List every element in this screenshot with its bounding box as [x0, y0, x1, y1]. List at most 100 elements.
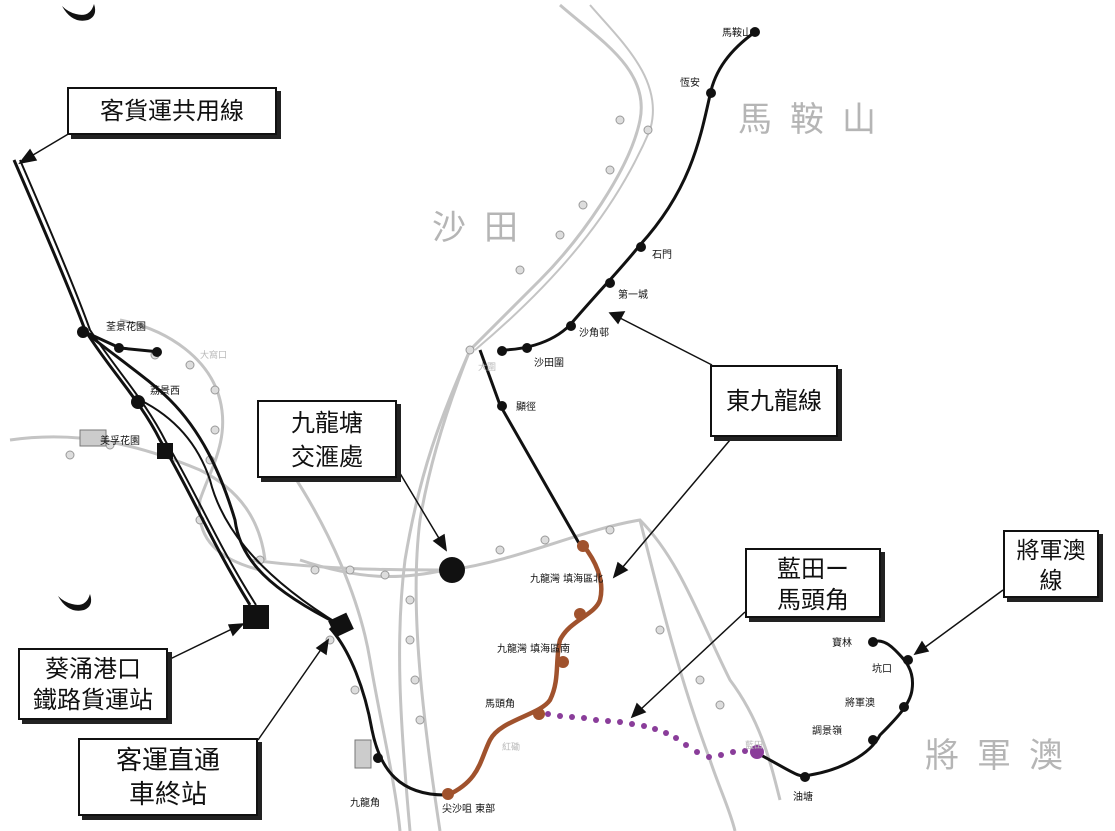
heavy-lines	[12, 30, 915, 797]
region-label-tko: 將軍澳	[925, 736, 1081, 776]
callout-shared-line-text: 客貨運共用線	[100, 97, 244, 125]
callout-east-kowloon-text: 東九龍線	[726, 387, 822, 415]
station-label-tko-town: 將軍澳	[845, 696, 875, 709]
grey-line-kcr-inner	[474, 4, 654, 351]
lam-tin-interchange	[750, 745, 764, 759]
heavy-stations	[77, 27, 913, 782]
station-label-kowloon-bay-south: 九龍灣 填海區南	[497, 642, 570, 655]
east-kowloon-line	[478, 349, 582, 546]
callout-tko-line2: 線	[1039, 568, 1063, 594]
station-label-hin-keng: 顯徑	[516, 400, 536, 413]
grey-line-tsuen-wan	[119, 318, 261, 572]
station-label-sha-kok: 沙角邨	[579, 327, 609, 339]
grey-line-west	[398, 349, 472, 831]
callout-arrows	[18, 132, 1004, 741]
callout-shared-line: 客貨運共用線	[67, 87, 277, 135]
station-dot	[750, 27, 760, 37]
grey-stations	[65, 115, 725, 725]
shared-freight-line-2	[19, 159, 257, 606]
station-dot	[77, 326, 89, 338]
station-label-ma-on-shan: 馬鞍山	[722, 26, 752, 39]
station-dot	[497, 346, 507, 356]
kb-south-line: 九龍灣 填海區南	[497, 642, 570, 655]
grey-line-kcr	[414, 3, 643, 831]
station-label-tai-wai: 大圍	[478, 361, 496, 373]
grey-line-east	[638, 519, 737, 831]
station-label-sha-tin-wai: 沙田圍	[534, 357, 564, 369]
callout-tuen-ma-line1: 藍田ー	[777, 555, 849, 583]
callout-tko-line: 將軍澳 線	[1003, 530, 1099, 598]
callout-tuen-ma-line2: 馬頭角	[777, 586, 849, 614]
station-label-po-lam: 寶林	[832, 636, 852, 649]
station-dot	[574, 608, 586, 620]
station-label-tiu-keng-leng: 調景嶺	[812, 724, 842, 737]
callout-terminus: 客運直通 車終站	[78, 738, 258, 816]
station-dot	[497, 401, 507, 411]
lai-king-branch-2	[139, 399, 341, 626]
station-label-lai-king: 荔景西	[150, 384, 180, 397]
tko-line	[754, 639, 915, 778]
mei-foo-interchange	[157, 443, 173, 459]
station-dot	[605, 278, 615, 288]
callout-kwai-chung-line2: 鐵路貨運站	[33, 686, 153, 714]
callout-kwai-chung-line1: 葵涌港口	[45, 655, 141, 683]
station-dot	[577, 540, 589, 552]
station-label-lam-tin: 藍田	[745, 739, 763, 751]
station-dot	[636, 242, 646, 252]
station-label-mei-foo: 美孚花園	[100, 434, 140, 447]
station-label-hung-hom: 紅磡	[502, 741, 520, 753]
ma-on-shan-line	[499, 30, 756, 352]
callout-terminus-line2: 車終站	[128, 780, 207, 810]
grey-interchange-mong-kok	[354, 739, 372, 769]
station-dot	[800, 772, 810, 782]
station-dot	[533, 708, 545, 720]
corner-logo-bottom	[58, 594, 92, 611]
station-label-tsuen-king: 荃景花園	[106, 320, 146, 333]
station-dot	[442, 788, 454, 800]
station-label-yau-tong: 油塘	[793, 790, 813, 803]
grey-line-kowloon	[299, 558, 446, 579]
station-label-kowloon-bay-north: 九龍灣 填海區北	[530, 572, 603, 585]
station-label-kowloon-point: 九龍角	[350, 796, 380, 809]
shared-freight-line	[12, 159, 252, 606]
callout-tko-line1: 將軍澳	[1016, 538, 1086, 564]
corner-logo-top	[62, 4, 96, 21]
brown-stations	[442, 540, 589, 800]
callout-tuen-ma: 藍田ー 馬頭角	[745, 548, 881, 618]
kowloon-tong-interchange	[439, 557, 465, 583]
terminus-station	[328, 612, 354, 638]
kb-north-line: 九龍灣 填海區北	[530, 572, 603, 585]
purple-dotted-line	[545, 711, 748, 760]
station-label-hang-hau: 坑口	[872, 662, 892, 675]
callout-kowloon-tong-line2: 交滙處	[291, 443, 363, 471]
station-label-city-one: 第一城	[618, 288, 648, 301]
station-dot	[373, 753, 383, 763]
station-dot	[903, 655, 913, 665]
station-label-shek-mun: 石門	[652, 249, 672, 261]
station-label-tst-east: 尖沙咀 東部	[442, 802, 495, 815]
terminus-link	[328, 626, 446, 797]
station-dot	[566, 321, 576, 331]
grey-line-nathan	[288, 469, 402, 831]
station-label-kwai-fong: 大窩口	[200, 349, 227, 361]
station-dot	[868, 637, 878, 647]
region-label-ma-on-shan: 馬鞍山	[738, 100, 894, 140]
callout-kowloon-tong-line1: 九龍塘	[291, 409, 363, 437]
station-dot	[868, 735, 878, 745]
lai-king-branch	[84, 330, 341, 627]
station-dot	[522, 343, 532, 353]
station-dot	[114, 343, 124, 353]
station-dot	[706, 88, 716, 98]
station-dot	[899, 702, 909, 712]
grey-interchange-lai-chi-kok	[79, 429, 107, 447]
station-label-ma-tau-kok: 馬頭角	[485, 698, 515, 710]
callout-terminus-line1: 客運直通	[115, 746, 220, 776]
callout-kwai-chung-freight: 葵涌港口 鐵路貨運站	[18, 648, 168, 720]
callout-east-kowloon: 東九龍線	[710, 365, 838, 437]
station-dot	[131, 395, 145, 409]
grey-lines	[9, 3, 782, 831]
station-dot	[557, 656, 569, 668]
brown-line	[447, 543, 604, 798]
kwai-chung-freight-station	[243, 605, 269, 629]
